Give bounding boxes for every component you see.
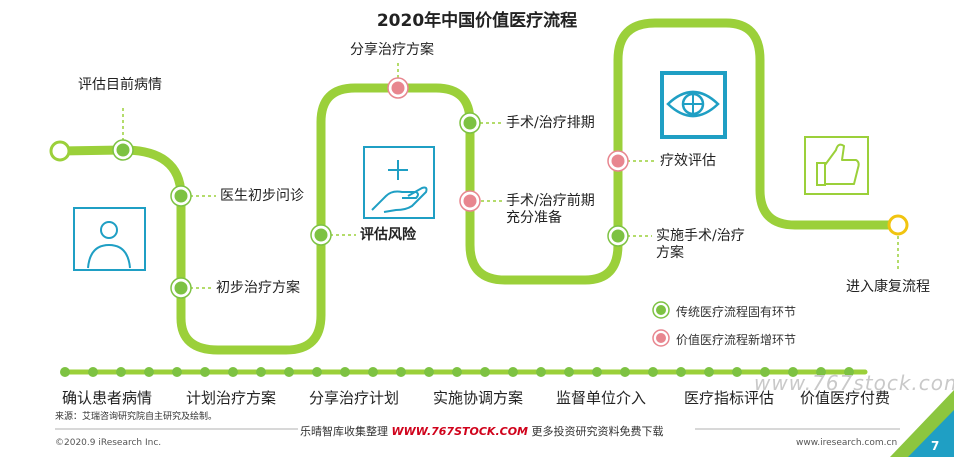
- footer-left: 乐晴智库收集整理: [300, 425, 388, 438]
- person-icon: [73, 207, 146, 271]
- stage-metric-eval: 医疗指标评估: [684, 389, 775, 407]
- flow-path: [55, 18, 903, 355]
- page-number: 7: [931, 439, 940, 453]
- stage-plan-treatment: 计划治疗方案: [186, 389, 277, 407]
- label-initial-consult: 医生初步问诊: [220, 188, 304, 204]
- hand-plus-icon: [363, 146, 435, 219]
- end-node: [887, 214, 909, 236]
- node-initial-consult: [171, 186, 191, 206]
- label-assess-risk: 评估风险: [360, 227, 416, 243]
- footer-band: 乐晴智库收集整理 WWW.767STOCK.COM 更多投资研究资料免费下载: [300, 423, 664, 439]
- label-surgery-schedule: 手术/治疗排期: [506, 115, 595, 131]
- stage-supervision: 监督单位介入: [556, 389, 647, 407]
- label-initial-plan: 初步治疗方案: [216, 280, 300, 296]
- stage-share-plan: 分享治疗计划: [309, 389, 400, 407]
- node-outcome-eval: [608, 151, 628, 171]
- new-nodes: [387, 77, 629, 212]
- node-share-plan: [388, 78, 408, 98]
- thumbs-up-icon: [804, 136, 869, 195]
- label-implement-surgery: 实施手术/治疗 方案: [656, 228, 745, 261]
- timeline-dots: [60, 367, 854, 377]
- source-note: 来源：艾瑞咨询研究院自主研究及绘制。: [55, 412, 218, 422]
- page-title: 2020年中国价值医疗流程: [376, 11, 578, 31]
- stage-confirm-condition: 确认患者病情: [62, 389, 153, 407]
- legend-marker-new: [654, 331, 668, 345]
- node-pre-surgery-prep: [460, 191, 480, 211]
- node-initial-plan: [171, 278, 191, 298]
- stage-coordinate: 实施协调方案: [433, 389, 524, 407]
- node-assess-risk: [311, 225, 331, 245]
- legend-marker-traditional: [654, 303, 668, 317]
- legend-new: 价值医疗流程新增环节: [676, 333, 797, 347]
- node-surgery-schedule: [460, 113, 480, 133]
- footer-site-link[interactable]: WWW.767STOCK.COM: [391, 425, 529, 438]
- node-implement-surgery: [608, 226, 628, 246]
- label-outcome-eval: 疗效评估: [660, 153, 716, 169]
- website: www.iresearch.com.cn: [796, 438, 898, 448]
- copyright: ©2020.9 iResearch Inc.: [55, 438, 162, 448]
- traditional-nodes: [112, 112, 629, 299]
- label-share-plan: 分享治疗方案: [350, 42, 434, 58]
- footer-right: 更多投资研究资料免费下载: [531, 425, 664, 438]
- label-pre-surgery-prep: 手术/治疗前期 充分准备: [506, 193, 595, 226]
- label-assess-condition: 评估目前病情: [78, 77, 162, 93]
- watermark: www.767stock.com: [754, 371, 954, 395]
- start-node: [49, 140, 71, 162]
- label-rehab: 进入康复流程: [846, 279, 930, 295]
- stage-value-payment: 价值医疗付费: [800, 389, 891, 407]
- eye-icon: [660, 71, 727, 139]
- legend-traditional: 传统医疗流程固有环节: [676, 305, 797, 319]
- node-assess-condition: [113, 140, 133, 160]
